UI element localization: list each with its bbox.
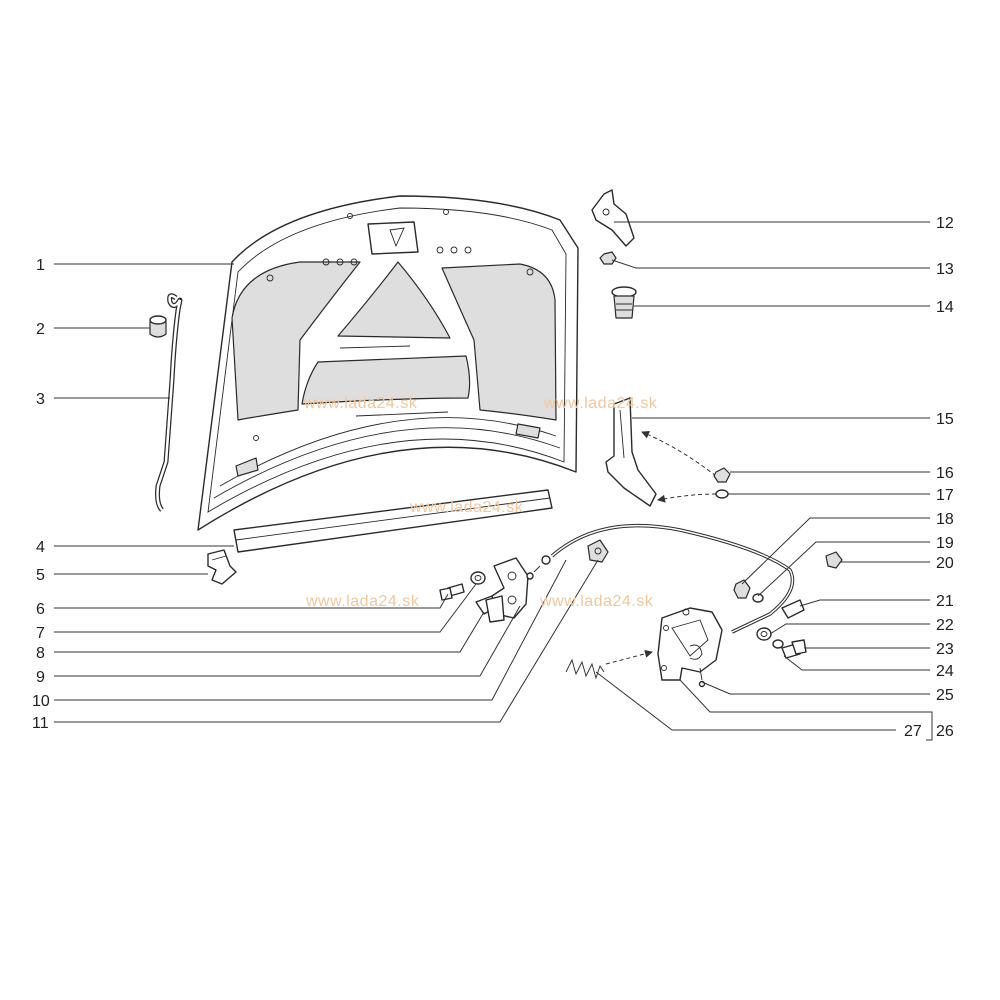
part-17-washer	[715, 489, 729, 499]
callout-7: 7	[36, 625, 45, 642]
watermark-text: www.lada24.sk	[409, 499, 524, 516]
watermark-text: www.lada24.sk	[543, 395, 658, 412]
part-24-bolt	[781, 639, 807, 659]
part-10-release-cable	[526, 523, 795, 634]
callout-3: 3	[36, 391, 45, 408]
callout-2: 2	[36, 321, 45, 338]
callout-16: 16	[936, 465, 954, 482]
part-21-cable-clamp	[781, 599, 805, 619]
callout-10: 10	[32, 693, 50, 710]
callout-5: 5	[36, 567, 45, 584]
part-9-hinge-bracket	[485, 557, 529, 623]
callout-12: 12	[936, 215, 954, 232]
callout-27: 27	[904, 723, 922, 740]
part-26-hood-lock	[657, 607, 723, 681]
part-3-prop-rod	[155, 293, 183, 512]
callout-15: 15	[936, 411, 954, 428]
callout-25: 25	[936, 687, 954, 704]
callout-14: 14	[936, 299, 954, 316]
part-13-nut	[599, 251, 617, 265]
part-11-grommet	[587, 539, 609, 563]
part-23-washer	[772, 639, 784, 649]
callouts-right: 12 13 14 15 16 17 18 19 20 21 22 23 24 2…	[904, 215, 954, 740]
callout-17: 17	[936, 487, 954, 504]
callout-24: 24	[936, 663, 954, 680]
callout-26: 26	[936, 723, 954, 740]
callout-8: 8	[36, 645, 45, 662]
part-12-striker	[591, 189, 635, 247]
watermark-text: www.lada24.sk	[305, 593, 420, 610]
watermark-text: www.lada24.sk	[303, 395, 418, 412]
callout-11: 11	[32, 715, 49, 732]
part-2-bump-stop	[149, 315, 167, 338]
part-5-clip	[207, 549, 237, 585]
callout-13: 13	[936, 261, 954, 278]
part-27-spring	[565, 649, 653, 680]
watermarks: www.lada24.sk www.lada24.sk www.lada24.s…	[303, 395, 658, 610]
part-6-bolt	[439, 583, 465, 601]
part-14-rubber-buffer	[611, 286, 637, 319]
callout-22: 22	[936, 617, 954, 634]
callout-1: 1	[36, 257, 45, 274]
callout-19: 19	[936, 535, 954, 552]
leader-lines	[54, 221, 933, 741]
part-15-bracket	[605, 397, 717, 507]
part-7-washer	[470, 571, 486, 585]
part-20-clip	[825, 551, 843, 569]
callout-6: 6	[36, 601, 45, 618]
part-4-seal-strip	[233, 489, 553, 553]
part-16-nut	[713, 467, 731, 483]
part-18-bushing	[733, 579, 751, 599]
callout-23: 23	[936, 641, 954, 658]
callout-20: 20	[936, 555, 954, 572]
part-19-washer	[752, 593, 764, 603]
callout-9: 9	[36, 669, 45, 686]
callout-21: 21	[936, 593, 954, 610]
callout-4: 4	[36, 539, 45, 556]
hood-panel	[197, 195, 579, 531]
callout-18: 18	[936, 511, 954, 528]
watermark-text: www.lada24.sk	[539, 593, 654, 610]
callouts-left: 1 2 3 4 5 6 7 8 9 10 11	[32, 257, 50, 732]
part-22-washer	[756, 627, 772, 641]
